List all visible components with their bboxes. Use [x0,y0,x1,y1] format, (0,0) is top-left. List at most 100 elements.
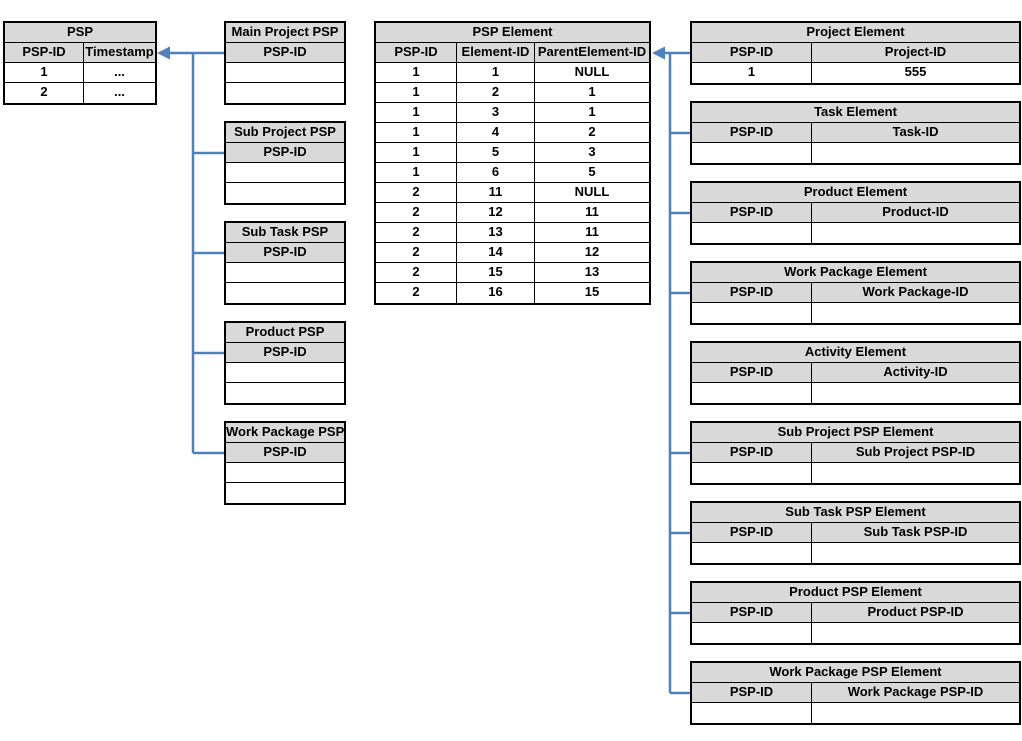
table-title: Main Project PSP [226,23,344,43]
column-header: PSP-ID [692,603,812,622]
column-header: PSP-ID [692,443,812,462]
data-row [226,383,344,403]
data-row [692,623,1019,643]
table-cell: 15 [457,263,535,282]
table-cell: 4 [457,123,535,142]
table-cell [812,703,1019,723]
data-row [226,263,344,283]
table-cell: 11 [585,204,599,219]
column-header: Task-ID [812,123,1019,142]
table-cell: ... [114,84,125,99]
table-cell: 5 [457,143,535,162]
column-header: PSP-ID [226,343,344,362]
table-cell: 1 [692,63,812,83]
table-cell [692,383,812,403]
arrowhead-left-icon [652,46,665,60]
column-header: Work Package-ID [812,283,1019,302]
column-header: PSP-ID [692,283,812,302]
data-row [692,143,1019,163]
table-cell: 11 [585,224,599,239]
table-cell [226,263,344,282]
data-row [226,63,344,83]
column-header: PSP-ID [226,443,344,462]
table-cell [692,623,812,643]
arrowhead-left-icon [157,46,170,60]
table-title: Product PSP [226,323,344,343]
table-cell [812,623,1019,643]
table-cell: 12 [457,203,535,222]
table-title: Activity Element [692,343,1019,363]
column-header: PSP-ID [692,683,812,702]
table-cell [226,63,344,82]
table-cell: 6 [457,163,535,182]
data-row [226,283,344,303]
table-cell: 3 [457,103,535,122]
table-cell: 12 [584,244,600,259]
table-cell: 1 [376,83,457,102]
data-row [226,463,344,483]
table-cell: 15 [584,284,600,299]
table-cell [692,143,812,163]
table-cell [226,483,344,503]
table-cell: 1 [457,63,535,82]
table-title: Sub Project PSP Element [692,423,1019,443]
data-row: 1... [5,63,155,83]
table-cell: 2 [457,83,535,102]
header-row: PSP-ID [226,343,344,363]
column-header: PSP-ID [692,203,812,222]
table-cell: 5 [588,164,596,179]
table-cell [812,463,1019,483]
column-header: Timestamp [84,43,155,62]
column-header: PSP-ID [692,363,812,382]
table-cell [692,543,812,563]
table-title: Sub Project PSP [226,123,344,143]
table-cell [812,543,1019,563]
data-row [692,223,1019,243]
table-cell: 1 [376,163,457,182]
table-title: Sub Task PSP [226,223,344,243]
column-header: PSP-ID [692,123,812,142]
table-title: Project Element [692,23,1019,43]
table-cell [226,83,344,103]
table-cell [692,303,812,323]
column-header: Product PSP-ID [812,603,1019,622]
table-title: Sub Task PSP Element [692,503,1019,523]
table-cell: 2 [376,183,457,202]
table-cell: 2 [376,263,457,282]
table-cell: 3 [588,144,596,159]
column-header: Sub Task PSP-ID [812,523,1019,542]
column-header: Product-ID [812,203,1019,222]
table-cell: 555 [904,64,927,79]
table-title: Work Package PSP Element [692,663,1019,683]
table-cell [812,383,1019,403]
table-cell [226,183,344,203]
table-cell: 2 [5,83,84,103]
table-title: Product PSP Element [692,583,1019,603]
table-cell: 13 [457,223,535,242]
data-row [692,303,1019,323]
table-cell: 1 [588,84,596,99]
data-row [692,703,1019,723]
table-cell: 2 [588,124,596,139]
